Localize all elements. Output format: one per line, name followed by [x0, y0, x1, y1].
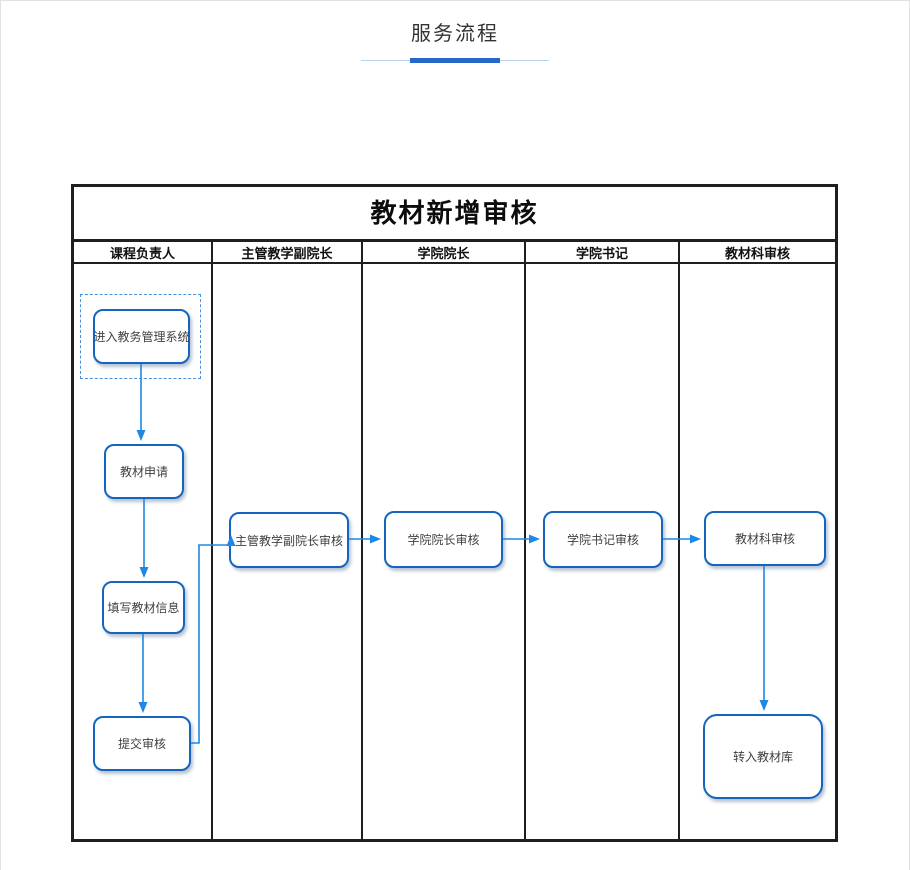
node-dean-review: 学院院长审核: [384, 511, 503, 568]
lane-secretary: [526, 264, 680, 839]
node-textbook-apply: 教材申请: [104, 444, 184, 499]
node-vice-dean-review: 主管教学副院长审核: [229, 512, 349, 568]
swimlane-header-row: 课程负责人 主管教学副院长 学院院长 学院书记 教材科审核: [74, 242, 835, 264]
flowchart-title: 教材新增审核: [74, 187, 835, 242]
node-enter-system: 进入教务管理系统: [93, 309, 190, 364]
page-header: 服务流程: [1, 1, 909, 64]
lane-header-textbook-section: 教材科审核: [724, 245, 790, 261]
lane-header-vice-dean: 主管教学副院长: [213, 242, 363, 262]
node-fill-info: 填写教材信息: [102, 581, 185, 634]
lane-header-dean: 学院院长: [363, 242, 526, 262]
lane-dean: [363, 264, 526, 839]
flowchart-frame: 教材新增审核 课程负责人 主管教学副院长 学院院长 学院书记 教材科审核 进入教…: [71, 184, 838, 842]
lane-vice-dean: [213, 264, 363, 839]
flow-canvas: 进入教务管理系统 教材申请 填写教材信息 提交审核 主管教学副院长审核 学院院长…: [74, 267, 835, 839]
connector-submit-to-vice: [191, 535, 236, 744]
lane-header-course-leader: 课程负责人: [74, 242, 213, 262]
node-section-review: 教材科审核: [704, 511, 826, 566]
node-secretary-review: 学院书记审核: [543, 511, 663, 568]
lane-header-secretary: 学院书记: [526, 242, 680, 262]
underline-accent-bar: [410, 58, 500, 63]
title-underline: [361, 58, 549, 64]
node-transfer-library: 转入教材库: [703, 714, 823, 799]
node-submit-review: 提交审核: [93, 716, 191, 771]
page-title: 服务流程: [411, 23, 499, 45]
